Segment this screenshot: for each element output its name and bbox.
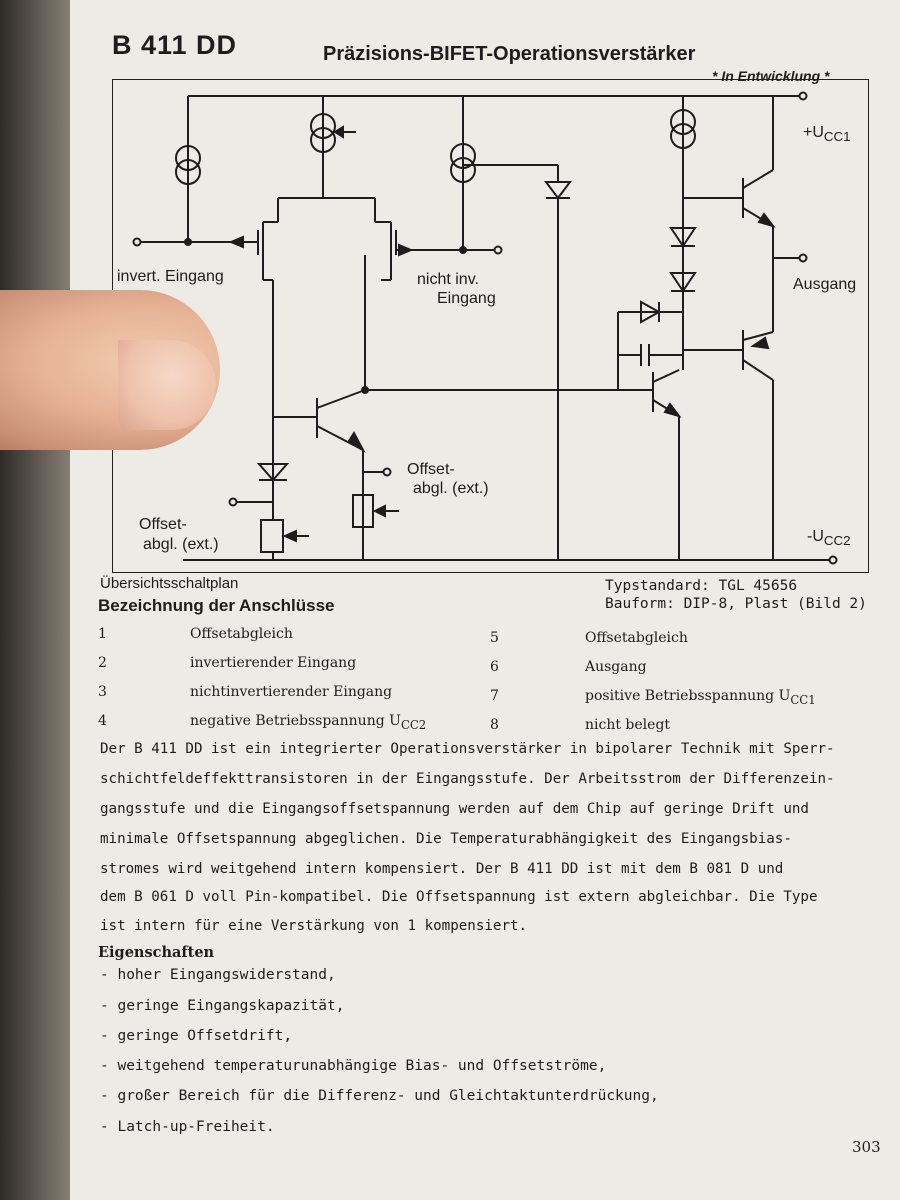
pin-name: negative Betriebsspannung UCC2 — [190, 713, 427, 732]
pin-number: 6 — [490, 659, 499, 675]
feature-item: - hoher Eingangswiderstand, — [100, 967, 336, 983]
pin-name: nichtinvertierender Eingang — [190, 684, 393, 700]
pin-number: 1 — [98, 626, 107, 642]
label-offset-left-1: Offset- — [139, 516, 187, 533]
label-vcc-pos: +UCC1 — [803, 124, 851, 145]
pin-name: positive Betriebsspannung UCC1 — [585, 688, 816, 707]
pin-name: Offsetabgleich — [585, 630, 688, 646]
schematic-frame: invert. Eingang nicht inv. Eingang Ausga… — [112, 79, 869, 573]
label-output: Ausgang — [793, 276, 857, 293]
book-page — [70, 0, 900, 1200]
part-number: B 411 DD — [112, 30, 238, 60]
label-inverting-input: invert. Eingang — [117, 268, 224, 285]
pin-name: invertierender Eingang — [190, 655, 357, 671]
package-type: Bauform: DIP-8, Plast (Bild 2) — [605, 596, 867, 612]
features-heading: Eigenschaften — [98, 944, 215, 961]
pin-number: 5 — [490, 630, 499, 646]
pin-number: 7 — [490, 688, 499, 704]
pin-number: 4 — [98, 713, 107, 729]
label-offset-right-1: Offset- — [407, 461, 455, 478]
description-line: ist intern für eine Verstärkung von 1 ko… — [100, 918, 528, 934]
label-noninv-input-1: nicht inv. — [417, 271, 479, 288]
label-offset-left-2: abgl. (ext.) — [143, 536, 219, 553]
description-line: Der B 411 DD ist ein integrierter Operat… — [100, 741, 835, 757]
label-noninv-input-2: Eingang — [437, 290, 496, 307]
pins-heading: Bezeichnung der Anschlüsse — [98, 596, 335, 615]
feature-item: - großer Bereich für die Differenz- und … — [100, 1088, 659, 1104]
pin-name: Ausgang — [585, 659, 647, 675]
pin-number: 3 — [98, 684, 107, 700]
schematic-caption: Übersichtsschaltplan — [100, 575, 239, 592]
description-line: dem B 061 D voll Pin-kompatibel. Die Off… — [100, 889, 818, 905]
label-vcc-neg: -UCC2 — [807, 528, 851, 549]
thumbnail — [118, 340, 216, 430]
book-gutter-shadow — [0, 0, 78, 1200]
pin-name: Offsetabgleich — [190, 626, 293, 642]
description-line: gangsstufe und die Eingangsoffsetspannun… — [100, 801, 809, 817]
feature-item: - geringe Offsetdrift, — [100, 1028, 293, 1044]
page-title: Präzisions-BIFET-Operationsverstärker — [323, 43, 696, 65]
pin-number: 2 — [98, 655, 107, 671]
page-number: 303 — [852, 1138, 881, 1156]
pin-name: nicht belegt — [585, 717, 671, 733]
circuit-diagram — [132, 91, 838, 565]
feature-item: - geringe Eingangskapazität, — [100, 998, 345, 1014]
description-line: schichtfeldeffekttransistoren in der Ein… — [100, 771, 835, 787]
feature-item: - Latch-up-Freiheit. — [100, 1119, 275, 1135]
description-line: stromes wird weitgehend intern kompensie… — [100, 861, 784, 877]
type-standard: Typstandard: TGL 45656 — [605, 578, 798, 594]
status-note: * In Entwicklung * — [712, 68, 830, 84]
pin-number: 8 — [490, 717, 499, 733]
feature-item: - weitgehend temperaturunabhängige Bias-… — [100, 1058, 607, 1074]
description-line: minimale Offsetspannung abgeglichen. Die… — [100, 831, 792, 847]
label-offset-right-2: abgl. (ext.) — [413, 480, 489, 497]
